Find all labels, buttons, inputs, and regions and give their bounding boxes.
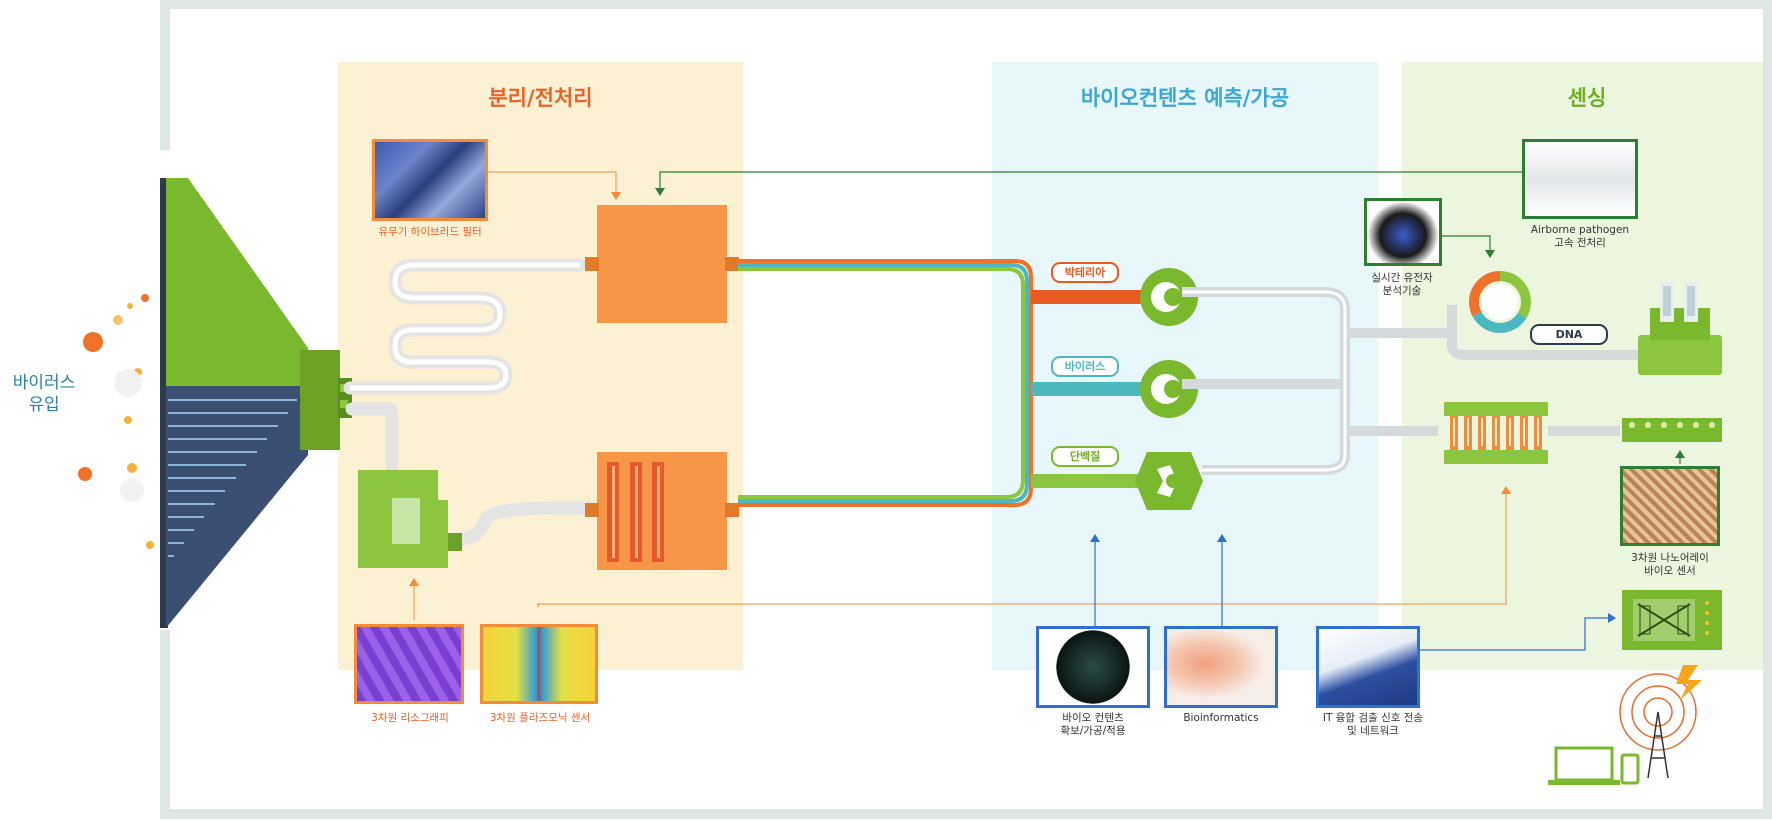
nanowire-sensor xyxy=(1444,402,1548,464)
separation-box-top xyxy=(597,205,727,323)
serpentine-highlight xyxy=(350,262,580,391)
virus-particles xyxy=(78,294,154,549)
orange-arrows xyxy=(413,171,1507,620)
nanoarray-line2: 바이오 센서 xyxy=(1644,565,1696,577)
lithography-image xyxy=(354,624,464,704)
virus-line xyxy=(1031,382,1166,396)
laptop-icon xyxy=(1548,746,1620,785)
pill-dna: DNA xyxy=(1530,324,1608,345)
virus-inflow-label: 바이러스 유입 xyxy=(4,372,84,416)
hybrid-filter-label: 유무기 하이브리드 필터 xyxy=(378,226,482,238)
receptor-bacteria xyxy=(1140,268,1198,326)
distribution-lines xyxy=(738,259,1033,507)
section-biocontents-title: 바이오컨텐츠 예측/가공 xyxy=(1080,86,1290,110)
airborne-line2: 고속 전처리 xyxy=(1554,237,1606,249)
bioinformatics-image xyxy=(1164,626,1278,708)
receptor-virus xyxy=(1140,360,1198,418)
virus-inflow-line1: 바이러스 xyxy=(12,373,76,393)
phone-icon xyxy=(1620,753,1640,785)
bio-contents-line2: 확보/가공/적용 xyxy=(1060,725,1126,737)
pill-protein: 단백질 xyxy=(1051,446,1119,467)
lightning-icon xyxy=(1676,665,1702,700)
hybrid-filter-image xyxy=(372,139,488,221)
nanoarray-image xyxy=(1620,466,1720,546)
airborne-line1: Airborne pathogen xyxy=(1530,224,1630,236)
pill-bacteria: 박테리아 xyxy=(1051,262,1119,283)
receptor-protein xyxy=(1135,452,1203,510)
bio-contents-label: 바이오 컨텐츠 확보/가공/적용 xyxy=(1020,712,1166,738)
collector-box xyxy=(358,470,462,568)
it-fusion-line2: 및 네트워크 xyxy=(1347,725,1399,737)
section-sensing-title: 센싱 xyxy=(1567,86,1607,110)
blue-arrows xyxy=(1094,540,1610,651)
it-fusion-image xyxy=(1316,626,1420,708)
it-fusion-line1: IT 융합 검출 신호 전송 xyxy=(1322,712,1424,724)
it-fusion-label: IT 융합 검출 신호 전송 및 네트워크 xyxy=(1298,712,1448,738)
realtime-gene-label: 실시간 유전자 분석기술 xyxy=(1350,272,1454,298)
signal-device xyxy=(1622,590,1722,650)
bio-contents-line1: 바이오 컨텐츠 xyxy=(1062,712,1124,724)
plasmonic-image xyxy=(480,624,598,704)
plasmonic-label: 3차원 플라즈모닉 센서 xyxy=(489,712,591,724)
bio-contents-image xyxy=(1036,626,1150,708)
realtime-gene-line1: 실시간 유전자 xyxy=(1371,272,1433,284)
virus-inflow-line2: 유입 xyxy=(28,395,60,415)
section-separation-title: 분리/전처리 xyxy=(488,86,593,110)
protein-line xyxy=(1031,474,1166,488)
realtime-gene-line2: 분석기술 xyxy=(1382,285,1422,297)
nanoarray-label: 3차원 나노어레이 바이오 센서 xyxy=(1610,552,1730,578)
realtime-gene-image xyxy=(1364,198,1442,266)
pill-virus: 바이러스 xyxy=(1051,356,1119,377)
lithography-label: 3차원 리소그래피 xyxy=(371,712,449,724)
sensing-tubes xyxy=(1182,287,1640,475)
airborne-image xyxy=(1522,139,1638,219)
intake-funnel xyxy=(160,178,352,628)
airborne-label: Airborne pathogen 고속 전처리 xyxy=(1508,224,1652,250)
bioinformatics-label: Bioinformatics xyxy=(1183,712,1259,724)
nanoarray-device xyxy=(1622,418,1722,442)
nanoarray-line1: 3차원 나노어레이 xyxy=(1631,552,1709,564)
dna-device xyxy=(1638,282,1722,375)
bacteria-line xyxy=(1031,290,1166,304)
radio-tower xyxy=(1619,673,1697,779)
gene-ring xyxy=(1469,271,1531,333)
